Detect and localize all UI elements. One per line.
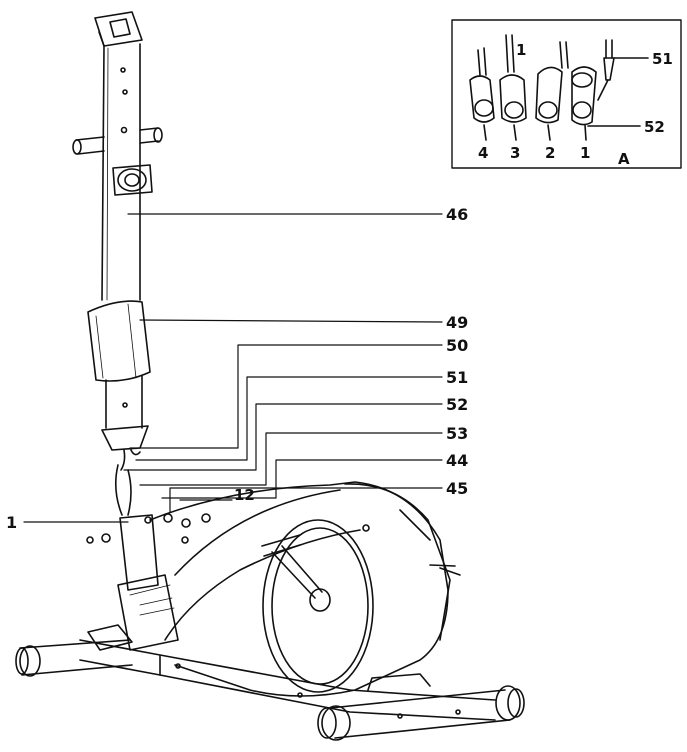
frame-body — [15, 464, 525, 741]
callout-51: 51 — [446, 368, 468, 387]
inset-step-2: 2 — [545, 144, 555, 162]
callout-1: 1 — [6, 513, 17, 532]
upright-column — [72, 11, 163, 471]
callout-labels: 46 49 50 51 52 53 44 45 12 1 — [6, 205, 468, 532]
inset-part-52: 52 — [644, 118, 665, 136]
inset-step-1: 1 — [580, 144, 590, 162]
callout-50: 50 — [446, 336, 468, 355]
callout-53: 53 — [446, 424, 468, 443]
leader-lines — [23, 213, 443, 523]
inset-part-51: 51 — [652, 50, 673, 68]
inset-caption: A — [618, 150, 630, 168]
callout-46: 46 — [446, 205, 468, 224]
callout-49: 49 — [446, 313, 468, 332]
callout-45: 45 — [446, 479, 468, 498]
inset-detail — [451, 19, 682, 169]
inset-step-top: 1 — [516, 41, 526, 59]
callout-12: 12 — [234, 486, 255, 504]
inset-step-4: 4 — [478, 144, 488, 162]
callout-52: 52 — [446, 395, 468, 414]
inset-labels: 4 3 2 1 1 51 52 A — [478, 41, 673, 168]
callout-44: 44 — [446, 451, 468, 470]
inset-step-3: 3 — [510, 144, 520, 162]
